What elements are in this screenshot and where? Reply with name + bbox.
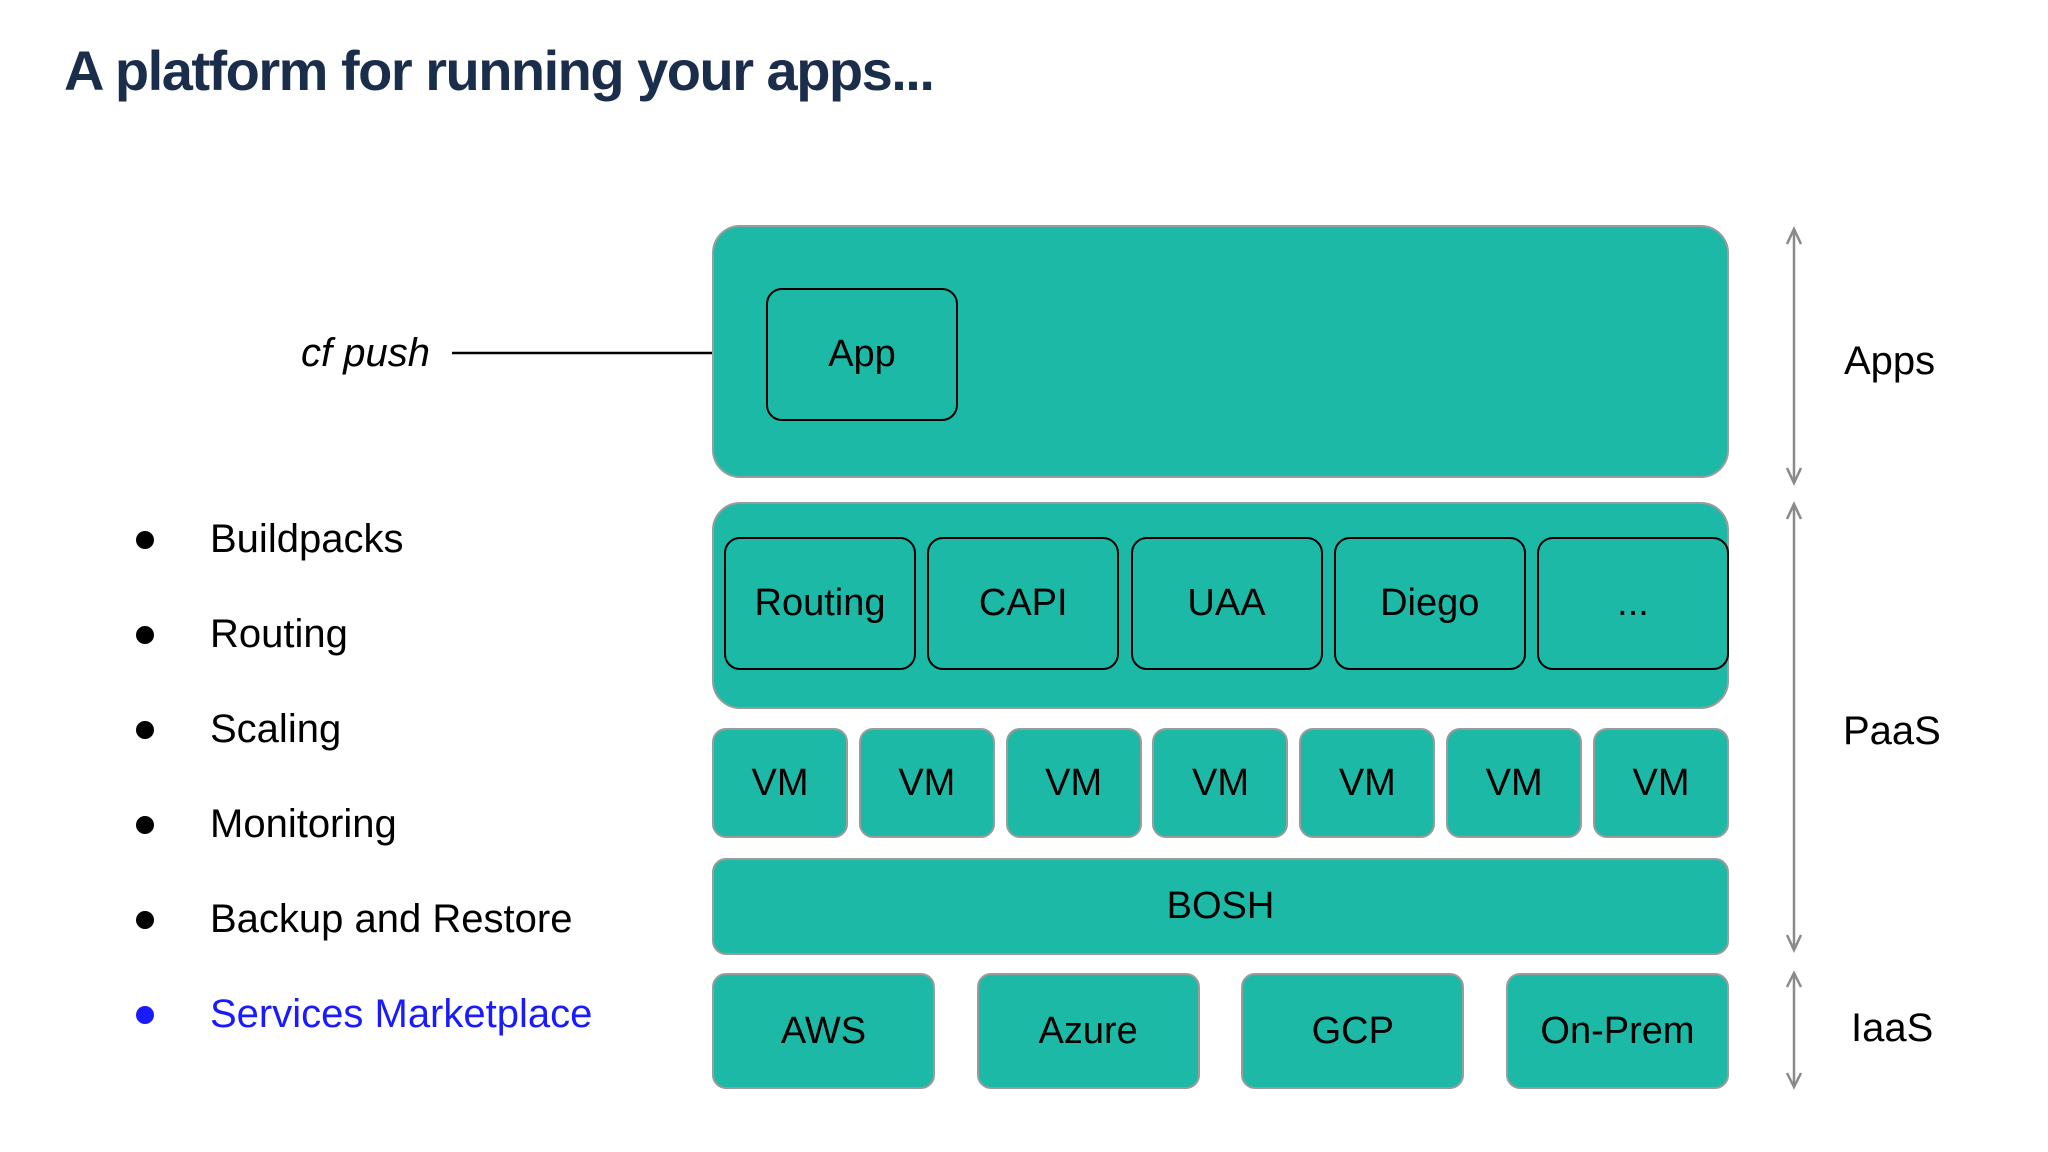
provider-label: On-Prem bbox=[1540, 1009, 1695, 1052]
vm-box: VM bbox=[1446, 728, 1583, 838]
apps-layer-container: App bbox=[712, 225, 1729, 478]
feature-list: Buildpacks Routing Scaling Monitoring Ba… bbox=[136, 492, 592, 1062]
list-item: Monitoring bbox=[136, 777, 592, 872]
vm-box: VM bbox=[712, 728, 848, 838]
bullet-icon bbox=[136, 910, 154, 929]
cf-push-label: cf push bbox=[301, 331, 430, 375]
component-label: ... bbox=[1617, 582, 1649, 624]
iaas-provider-box: AWS bbox=[712, 973, 935, 1089]
vm-label: VM bbox=[1191, 761, 1249, 804]
iaas-provider-box: On-Prem bbox=[1505, 973, 1729, 1089]
feature-label: Scaling bbox=[210, 707, 342, 751]
feature-label: Backup and Restore bbox=[210, 897, 573, 941]
component-label: Diego bbox=[1380, 582, 1480, 624]
provider-label: GCP bbox=[1311, 1009, 1394, 1052]
vm-row: VM VM VM VM VM VM VM bbox=[712, 728, 1729, 838]
paas-scale-arrow-icon bbox=[1785, 501, 1803, 953]
iaas-provider-box: GCP bbox=[1241, 973, 1465, 1089]
feature-label: Routing bbox=[210, 612, 348, 656]
bullet-icon bbox=[136, 815, 154, 834]
component-label: UAA bbox=[1187, 582, 1266, 624]
bullet-icon bbox=[136, 1005, 154, 1024]
provider-label: AWS bbox=[780, 1009, 867, 1052]
vm-label: VM bbox=[1045, 761, 1103, 804]
bosh-bar: BOSH bbox=[712, 858, 1729, 955]
paas-component-box: Diego bbox=[1333, 537, 1526, 670]
bullet-icon bbox=[136, 625, 154, 644]
component-label: CAPI bbox=[978, 582, 1068, 624]
app-box: App bbox=[766, 288, 958, 421]
list-item: Scaling bbox=[136, 682, 592, 777]
paas-component-box: Routing bbox=[724, 537, 916, 670]
paas-component-box: ... bbox=[1537, 537, 1729, 670]
vm-box: VM bbox=[858, 728, 995, 838]
provider-label: Azure bbox=[1038, 1009, 1138, 1052]
vm-label: VM bbox=[1485, 761, 1543, 804]
component-label: Routing bbox=[754, 582, 886, 624]
list-item: Buildpacks bbox=[136, 492, 592, 587]
vm-label: VM bbox=[751, 761, 809, 804]
iaas-row: AWS Azure GCP On-Prem bbox=[712, 973, 1729, 1089]
iaas-layer-label: IaaS bbox=[1851, 1006, 1934, 1050]
list-item: Backup and Restore bbox=[136, 872, 592, 967]
bosh-label: BOSH bbox=[1166, 885, 1275, 927]
vm-box: VM bbox=[1005, 728, 1142, 838]
page-title: A platform for running your apps... bbox=[64, 39, 935, 102]
apps-scale-arrow-icon bbox=[1785, 226, 1803, 486]
paas-layer-label: PaaS bbox=[1843, 709, 1941, 753]
feature-label: Monitoring bbox=[210, 802, 397, 846]
iaas-provider-box: Azure bbox=[976, 973, 1200, 1089]
apps-layer-label: Apps bbox=[1844, 339, 1936, 383]
feature-label: Buildpacks bbox=[210, 517, 404, 561]
vm-box: VM bbox=[1299, 728, 1436, 838]
bullet-icon bbox=[136, 720, 154, 739]
feature-label: Services Marketplace bbox=[210, 992, 593, 1036]
list-item: Routing bbox=[136, 587, 592, 682]
paas-component-box: CAPI bbox=[927, 537, 1120, 670]
paas-layer-container: Routing CAPI UAA Diego ... bbox=[712, 502, 1729, 709]
app-box-label: App bbox=[828, 333, 896, 375]
bullet-icon bbox=[136, 530, 154, 549]
vm-box: VM bbox=[1152, 728, 1289, 838]
paas-component-box: UAA bbox=[1130, 537, 1323, 670]
vm-label: VM bbox=[898, 761, 956, 804]
vm-label: VM bbox=[1338, 761, 1396, 804]
vm-box: VM bbox=[1592, 728, 1729, 838]
paas-component-row: Routing CAPI UAA Diego ... bbox=[724, 537, 1729, 670]
list-item: Services Marketplace bbox=[136, 967, 592, 1062]
vm-label: VM bbox=[1632, 761, 1690, 804]
iaas-scale-arrow-icon bbox=[1785, 970, 1803, 1090]
